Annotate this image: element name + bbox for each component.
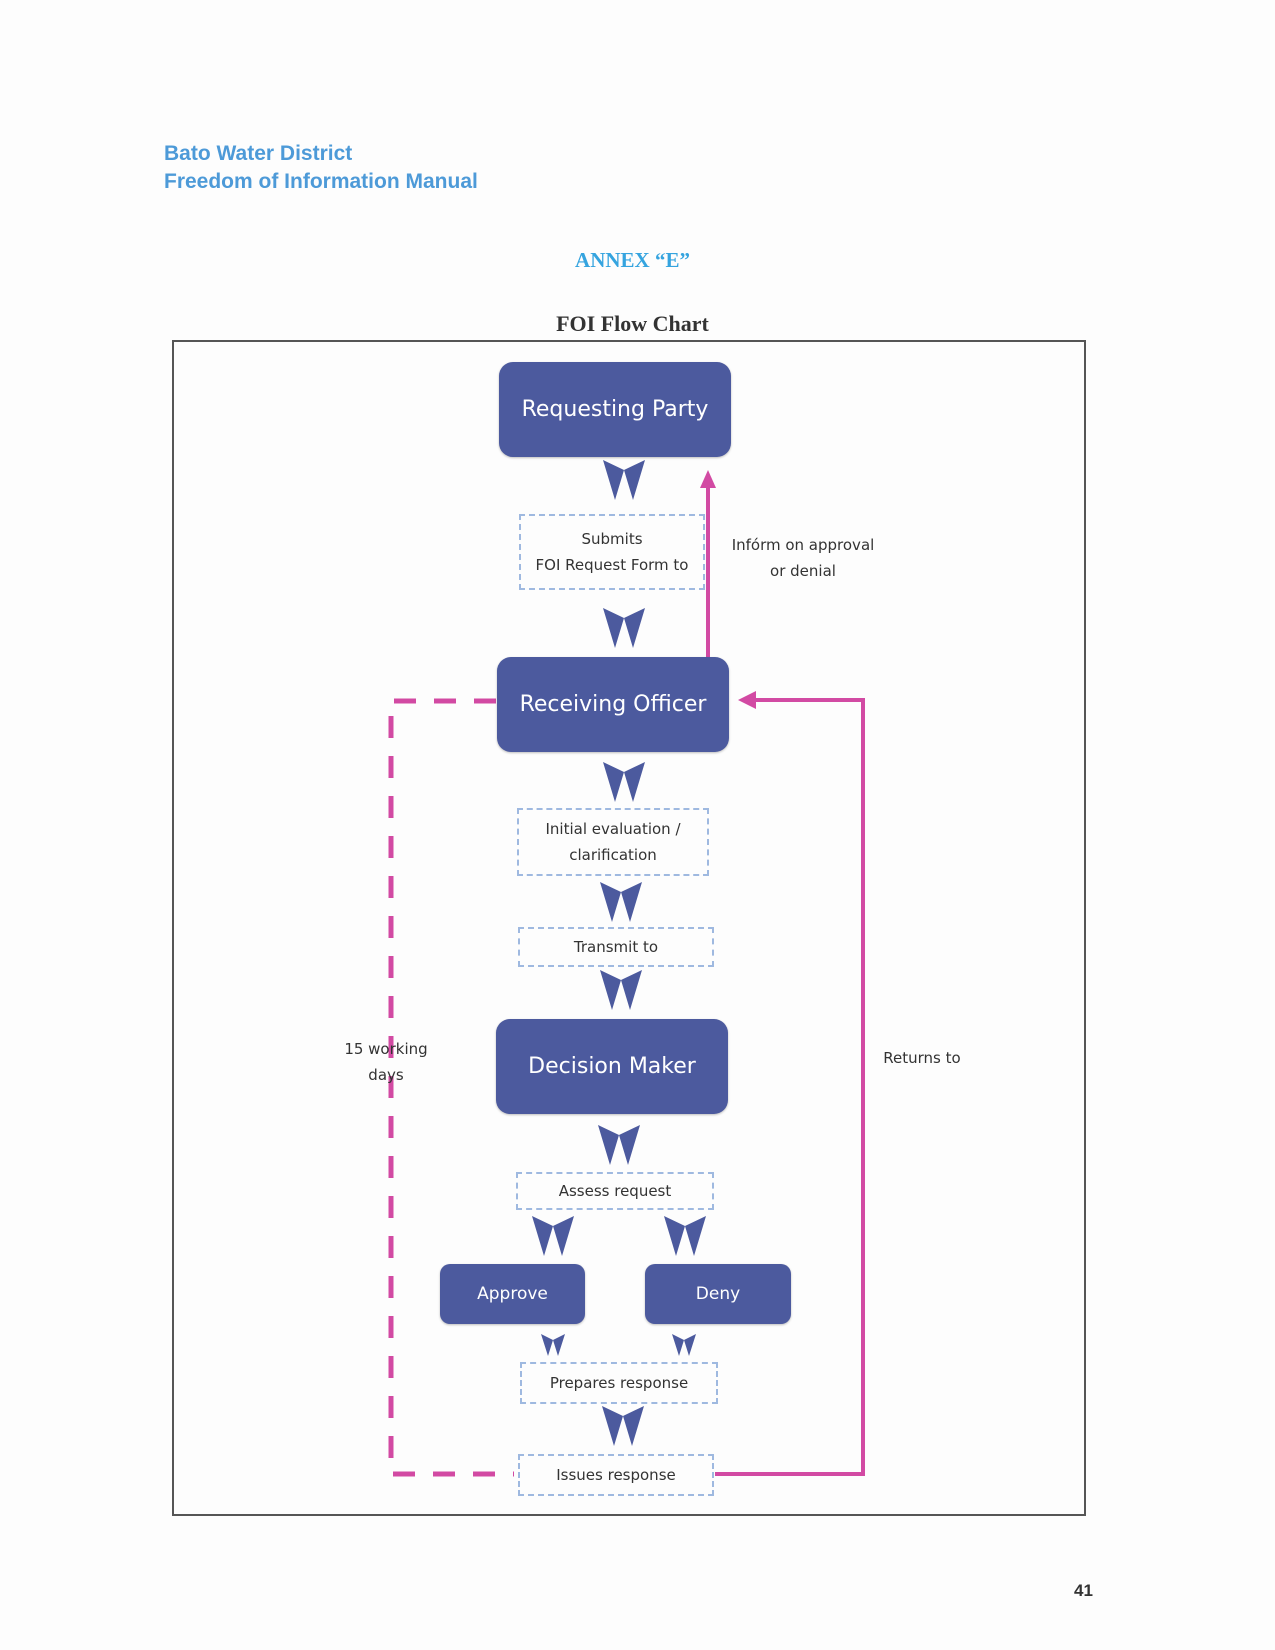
- working-days-label: 15 working days: [334, 1036, 438, 1088]
- working-days-bracket: [388, 698, 514, 1477]
- node-approve: Approve: [440, 1264, 585, 1324]
- node-decision-maker: Decision Maker: [496, 1019, 728, 1114]
- returns-arrow-head: [738, 691, 756, 709]
- chevron-down-icon: [541, 1334, 565, 1356]
- step-assess: Assess request: [516, 1172, 714, 1210]
- step-submits-line2: FOI Request Form to: [535, 556, 689, 574]
- annex-title: ANNEX “E”: [575, 248, 690, 272]
- org-name: Bato Water District: [164, 142, 353, 165]
- chevron-down-icon: [603, 762, 645, 802]
- chevron-down-icon: [602, 1406, 644, 1446]
- chevron-down-icon: [598, 1125, 640, 1165]
- working-days-line2: days: [368, 1066, 404, 1084]
- inform-label: Infórm on approval or denial: [718, 532, 888, 584]
- step-submits: Submits FOI Request Form to: [519, 514, 705, 590]
- page-number: 41: [1074, 1581, 1093, 1600]
- working-days-line1: 15 working: [344, 1040, 428, 1058]
- inform-arrow-head: [700, 470, 716, 488]
- step-initial-line2: clarification: [569, 846, 657, 864]
- node-requesting-party: Requesting Party: [499, 362, 731, 457]
- chevron-down-icon: [603, 608, 645, 648]
- chevron-down-icon: [603, 460, 645, 500]
- step-prepares: Prepares response: [520, 1362, 718, 1404]
- manual-title: Freedom of Information Manual: [164, 170, 478, 193]
- document-header: Bato Water District Freedom of Informati…: [164, 140, 478, 196]
- step-submits-line1: Submits: [581, 530, 643, 548]
- chevron-down-icon: [532, 1216, 574, 1256]
- inform-label-line1: Infórm on approval: [731, 536, 875, 554]
- chevron-down-icon: [600, 970, 642, 1010]
- inform-label-line2: or denial: [770, 562, 836, 580]
- node-deny: Deny: [645, 1264, 791, 1324]
- chevron-down-icon: [672, 1334, 696, 1356]
- step-initial-evaluation: Initial evaluation / clarification: [517, 808, 709, 876]
- step-issues: Issues response: [518, 1454, 714, 1496]
- node-receiving-officer: Receiving Officer: [497, 657, 729, 752]
- step-initial-line1: Initial evaluation /: [545, 820, 681, 838]
- chevron-down-icon: [600, 882, 642, 922]
- chart-title: FOI Flow Chart: [556, 311, 709, 336]
- returns-loop-line: [715, 698, 865, 1476]
- flowchart-frame: [172, 340, 1086, 1516]
- returns-to-label: Returns to: [883, 1049, 961, 1067]
- step-transmit: Transmit to: [518, 927, 714, 967]
- chevron-down-icon: [664, 1216, 706, 1256]
